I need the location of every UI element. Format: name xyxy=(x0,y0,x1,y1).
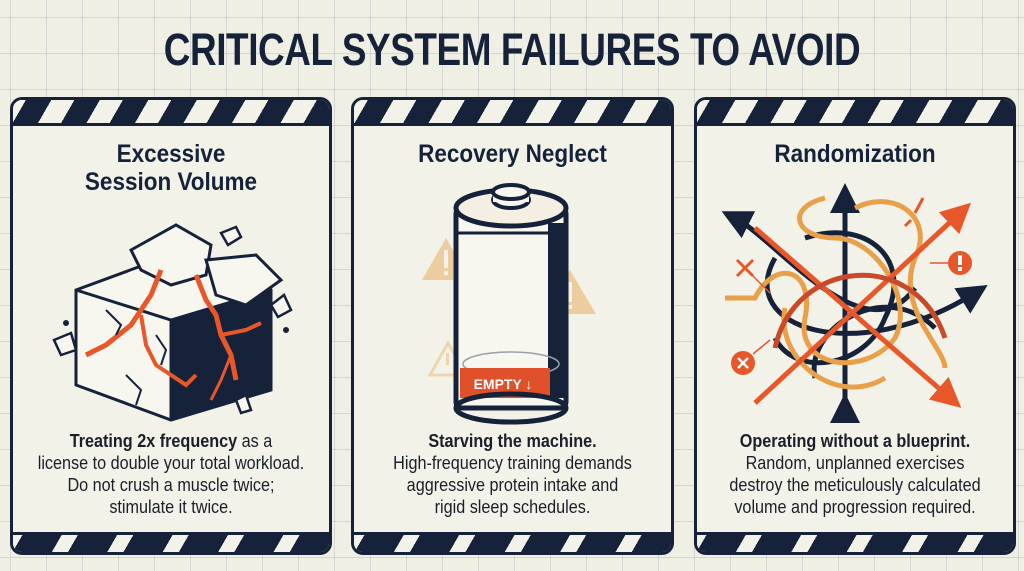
panel-description: Operating without a blueprint. Random, u… xyxy=(720,430,990,518)
battery-empty-label: EMPTY ↓ xyxy=(473,376,532,392)
hazard-stripe-bottom xyxy=(13,532,329,552)
heading-line: Randomization xyxy=(774,140,936,168)
description-lead-suffix: as a xyxy=(237,431,273,451)
hazard-stripe-bottom xyxy=(354,532,671,552)
exclamation-circle-icon xyxy=(930,251,972,275)
panel-excessive-volume: Excessive Session Volume xyxy=(10,97,332,555)
description-line: Treating 2x frequency as a xyxy=(36,430,306,452)
description-line: destroy the meticulously calculated xyxy=(729,475,981,495)
cracked-cube-icon xyxy=(13,200,329,440)
hazard-stripe-top xyxy=(697,100,1013,126)
description-line: High-frequency training demands xyxy=(393,453,632,473)
x-circle-icon xyxy=(731,339,771,375)
description-line: stimulate it twice. xyxy=(109,497,233,517)
x-mark-icon xyxy=(735,258,771,294)
description-lead: Treating 2x frequency xyxy=(69,431,238,451)
panel-recovery-neglect: Recovery Neglect xyxy=(351,97,674,555)
hazard-stripe-bottom xyxy=(697,532,1013,552)
description-line: Random, unplanned exercises xyxy=(745,453,965,473)
description-line: aggressive protein intake and xyxy=(406,475,619,495)
description-line: license to double your total workload. xyxy=(37,453,305,473)
description-line: Do not crush a muscle twice; xyxy=(67,475,275,495)
panel-description: Starving the machine. High-frequency tra… xyxy=(377,430,648,518)
hazard-stripe-top xyxy=(354,100,671,126)
hazard-stripe-top xyxy=(13,100,329,126)
panel-description: Treating 2x frequency as a license to do… xyxy=(36,430,306,518)
empty-battery-icon: EMPTY ↓ xyxy=(354,178,671,428)
heading-line: Session Volume xyxy=(84,168,258,196)
panel-heading: Recovery Neglect xyxy=(370,140,655,168)
page-title: CRITICAL SYSTEM FAILURES TO AVOID xyxy=(163,24,861,75)
panel-randomization: Randomization xyxy=(694,97,1016,555)
heading-line: Recovery Neglect xyxy=(418,140,607,168)
description-line: rigid sleep schedules. xyxy=(434,497,591,517)
panel-heading: Excessive Session Volume xyxy=(29,140,313,196)
description-line: volume and progression required. xyxy=(734,497,976,517)
panel-heading: Randomization xyxy=(713,140,997,168)
description-lead: Starving the machine. xyxy=(428,431,597,451)
heading-line: Excessive xyxy=(116,140,226,168)
description-lead: Operating without a blueprint. xyxy=(739,431,971,451)
tangled-arrows-icon xyxy=(697,178,1013,428)
